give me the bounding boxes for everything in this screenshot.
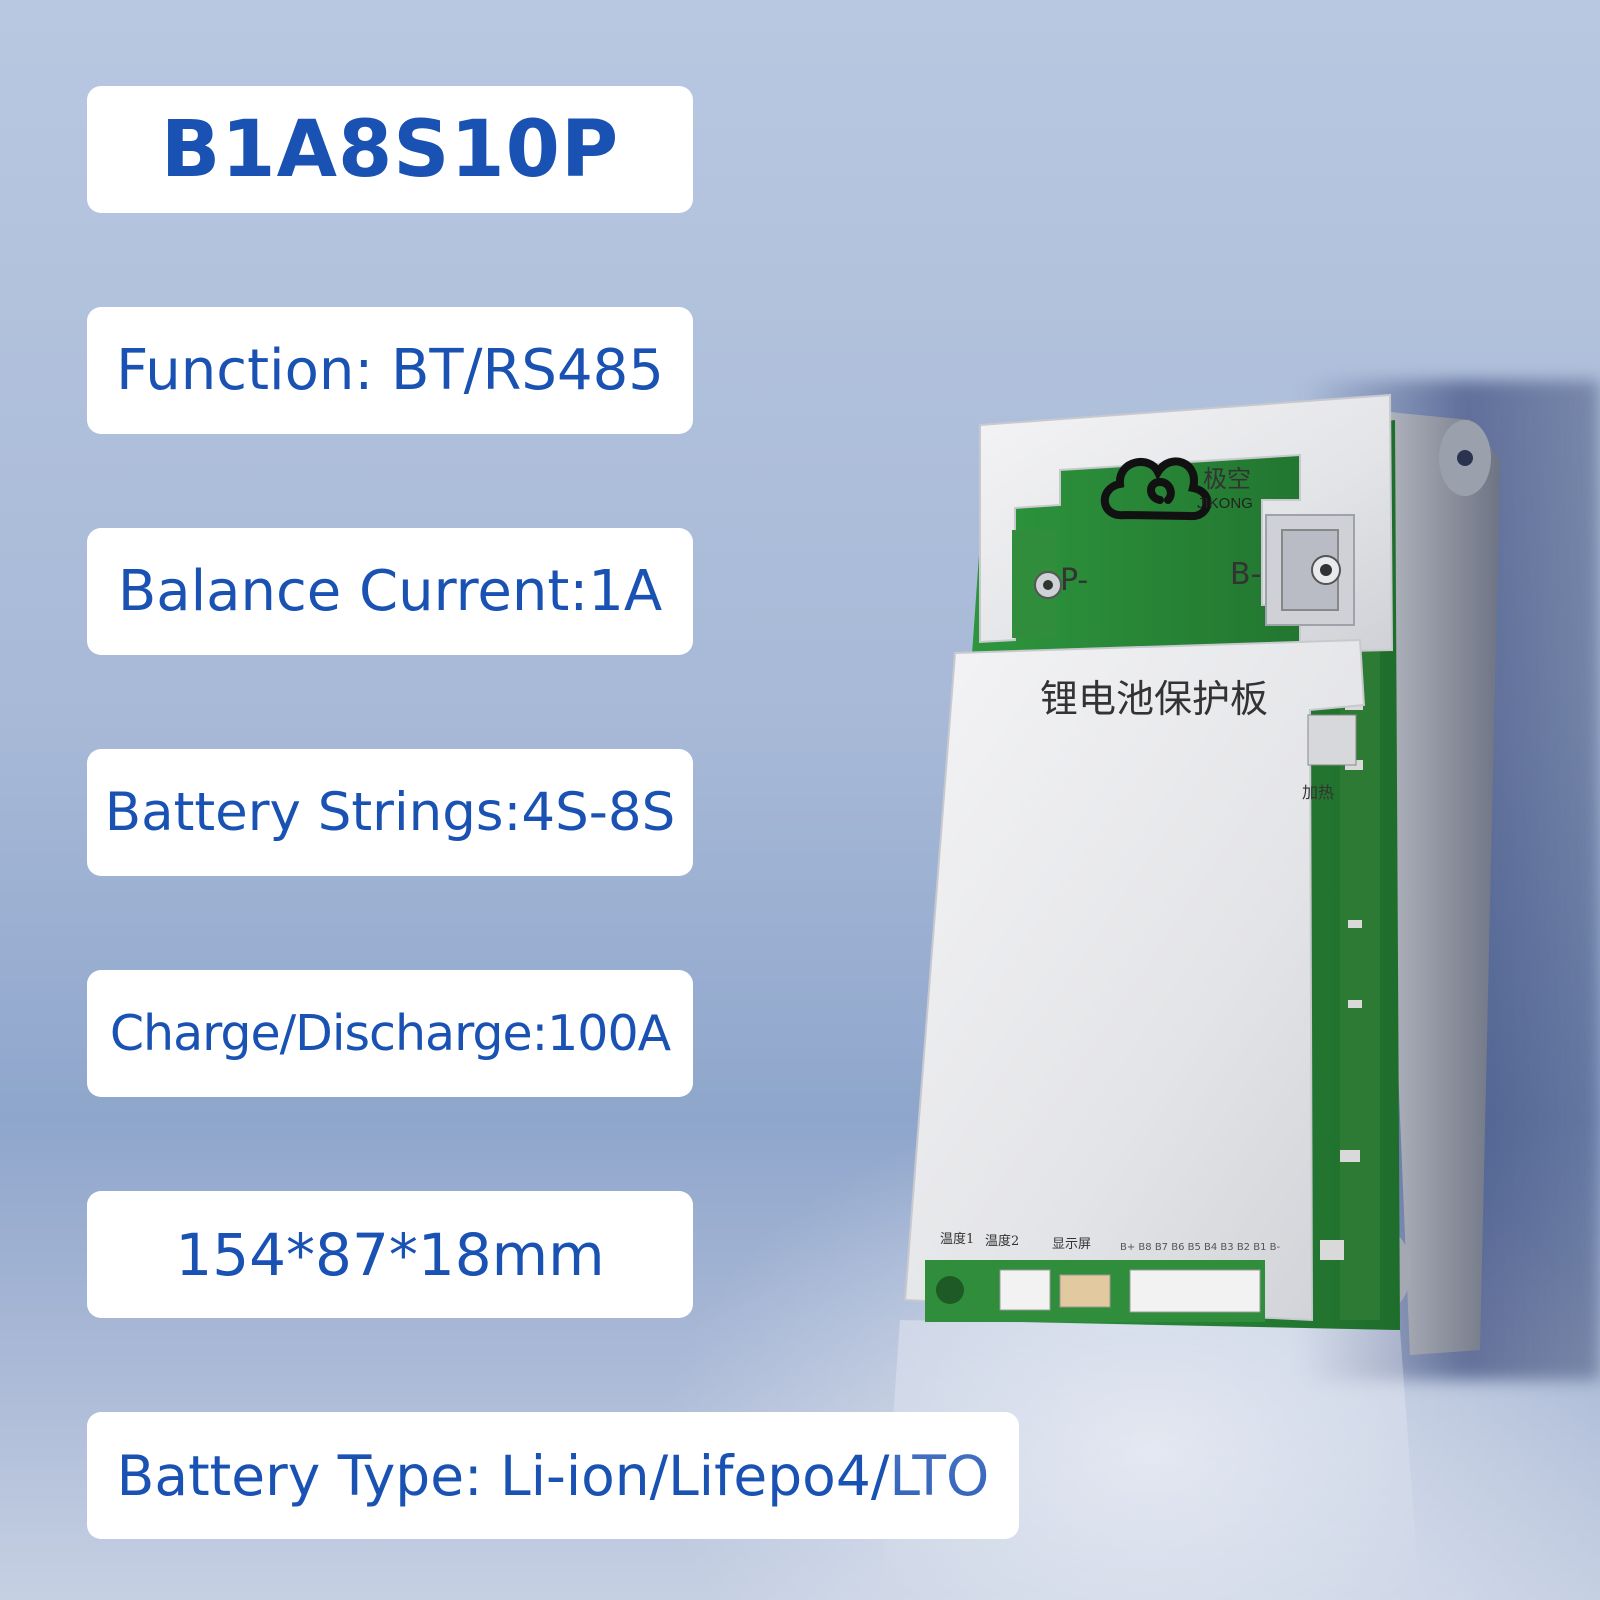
display-connector xyxy=(1059,1274,1111,1308)
balance-current-spec: Balance Current:1A xyxy=(117,559,663,624)
display-label: 显示屏 xyxy=(1052,1237,1091,1252)
battery-strings-spec-box: Battery Strings:4S-8S xyxy=(87,749,693,876)
function-spec: Function: BT/RS485 xyxy=(116,338,664,403)
heat-connector xyxy=(1307,714,1357,766)
temp2-label: 温度2 xyxy=(985,1233,1019,1249)
battery-type-spec-box: Battery Type: Li-ion/Lifepo4/LTO xyxy=(87,1412,1019,1539)
brand-en: JIKONG xyxy=(1197,495,1253,512)
function-spec-box: Function: BT/RS485 xyxy=(87,307,693,434)
battery-type-spec: Battery Type: Li-ion/Lifepo4/LTO xyxy=(116,1443,990,1508)
brand-cn: 极空 xyxy=(1203,465,1251,493)
charge-discharge-spec: Charge/Discharge:100A xyxy=(109,1005,671,1062)
terminal-p-label: P- xyxy=(1060,563,1088,598)
board-label-cn: 锂电池保护板 xyxy=(1040,677,1268,721)
balance-pins-label: B+ B8 B7 B6 B5 B4 B3 B2 B1 B- xyxy=(1120,1242,1280,1253)
dimensions-spec-box: 154*87*18mm xyxy=(87,1191,693,1318)
cloud-logo-icon xyxy=(1100,457,1212,521)
battery-strings-spec: Battery Strings:4S-8S xyxy=(104,782,676,843)
heat-label: 加热 xyxy=(1302,783,1334,802)
temp-connector xyxy=(999,1269,1051,1311)
dimensions-spec: 154*87*18mm xyxy=(175,1220,605,1289)
main-cover-plate xyxy=(903,638,1366,1322)
charge-discharge-spec-box: Charge/Discharge:100A xyxy=(87,970,693,1097)
balance-current-spec-box: Balance Current:1A xyxy=(87,528,693,655)
heatsink-side xyxy=(1370,410,1500,1355)
temp1-label: 温度1 xyxy=(940,1231,974,1247)
floor-reflection xyxy=(880,1320,1420,1600)
terminal-b-label: B- xyxy=(1230,557,1261,592)
model-title-box: B1A8S10P xyxy=(87,86,693,213)
balance-connector xyxy=(1129,1269,1261,1313)
model-title: B1A8S10P xyxy=(160,104,620,195)
